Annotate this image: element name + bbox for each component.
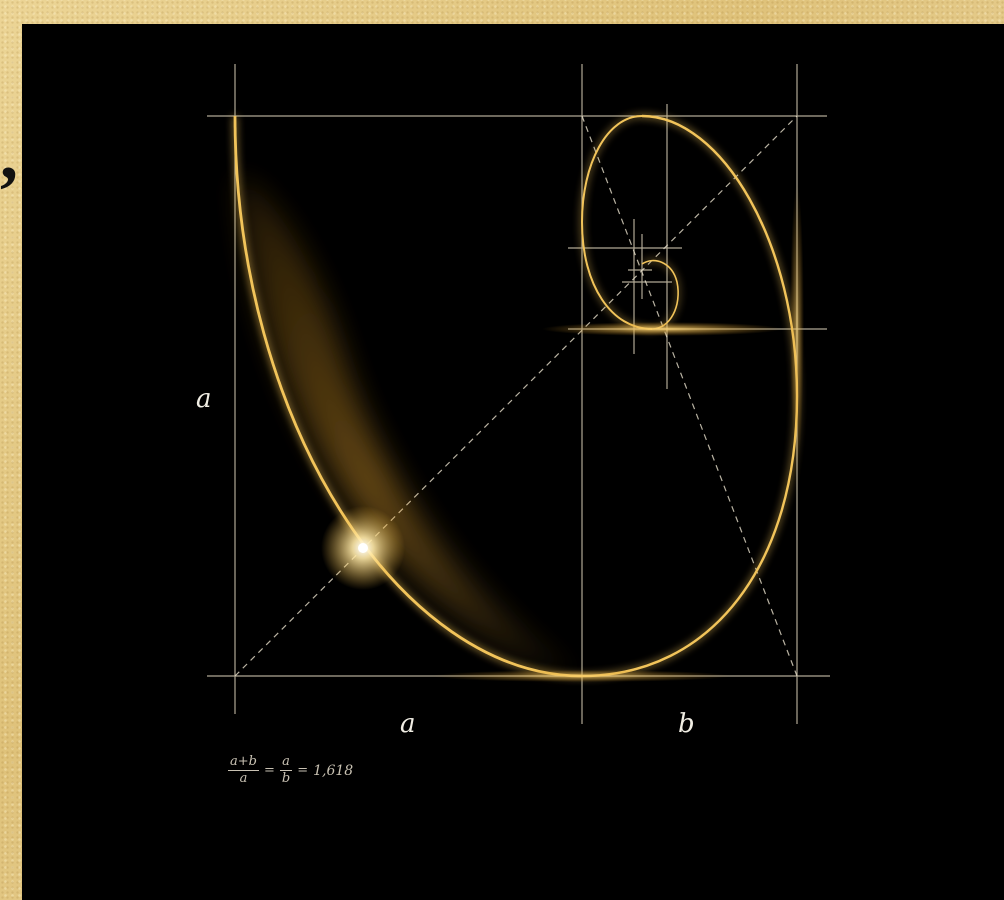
spiral-arc-top [580,115,653,330]
equals-sign-2: = [297,763,309,778]
side-label-a: a [196,384,212,414]
fraction1-numerator: a+b [228,754,259,771]
fraction1-denominator: a [239,771,248,786]
bottom-label-b: b [678,709,695,739]
golden-ratio-formula: a+b a = a b = 1,618 [228,754,353,787]
golden-ratio-panel: a a b a+b a = a b = 1,618 [22,24,1004,900]
equals-sign-1: = [263,763,275,778]
golden-spiral-diagram [207,64,830,724]
spiral-arc-large [233,115,583,678]
secondary-diagonal [581,115,798,677]
ratio-value: 1,618 [313,762,354,779]
fraction-a-over-b: a b [280,754,292,787]
fraction-a-plus-b-over-a: a+b a [228,754,259,787]
light-flare-core [358,543,368,553]
bottom-label-a: a [400,709,416,739]
fraction2-denominator: b [281,771,291,786]
comma-glyph: , [0,114,18,194]
diagonal-guides [234,115,798,677]
glow-bar-right [790,184,804,464]
fraction2-numerator: a [280,754,292,771]
glow-bar-bottom [432,670,732,682]
main-diagonal [234,115,798,677]
spiral-arc-inner [641,259,679,330]
spiral-sweep-glow [237,174,582,676]
glow-bar-lower [542,322,782,336]
